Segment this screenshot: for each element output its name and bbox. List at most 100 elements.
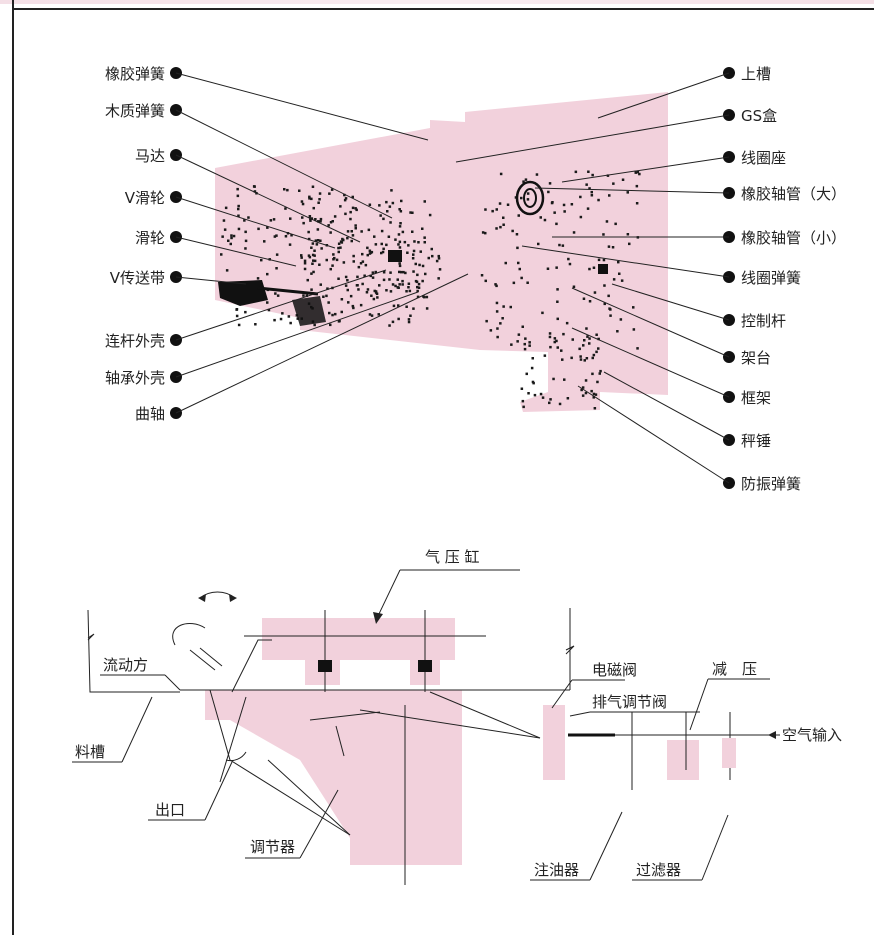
machine-speck bbox=[344, 212, 347, 216]
machine-speck bbox=[499, 225, 502, 229]
machine-speck bbox=[510, 343, 513, 346]
machine-speck bbox=[506, 203, 510, 206]
machine-speck bbox=[399, 222, 402, 225]
machine-speck bbox=[581, 394, 585, 397]
machine-speck bbox=[424, 272, 427, 276]
machine-speck bbox=[273, 318, 276, 322]
machine-speck bbox=[307, 237, 311, 241]
machine-speck bbox=[230, 236, 233, 240]
machine-speck bbox=[405, 290, 408, 293]
machine-speck bbox=[417, 282, 421, 286]
machine-speck bbox=[378, 284, 381, 287]
machine-speck bbox=[351, 206, 355, 210]
machine-speck bbox=[379, 214, 382, 217]
machine-speck bbox=[310, 272, 313, 275]
machine-speck bbox=[388, 205, 392, 208]
machine-speck bbox=[300, 254, 303, 257]
machine-speck bbox=[366, 288, 370, 291]
machine-speck bbox=[584, 379, 588, 382]
filter-leader bbox=[701, 814, 729, 881]
machine-speck bbox=[372, 297, 376, 301]
machine-speck bbox=[543, 354, 547, 357]
machine-speck bbox=[322, 295, 325, 298]
machine-speck bbox=[302, 221, 305, 225]
coil-ring-inner bbox=[523, 188, 537, 208]
machine-speck bbox=[284, 207, 287, 210]
machine-speck bbox=[272, 218, 276, 221]
machine-speck bbox=[581, 386, 585, 389]
machine-speck bbox=[556, 300, 559, 303]
machine-speck bbox=[371, 271, 375, 274]
machine-speck bbox=[230, 234, 233, 237]
machine-speck bbox=[343, 193, 346, 197]
machine-speck bbox=[340, 298, 344, 301]
machine-speck bbox=[257, 227, 260, 231]
machine-speck bbox=[288, 243, 292, 246]
machine-speck bbox=[402, 270, 405, 274]
machine-speck bbox=[522, 180, 525, 183]
machine-speck bbox=[590, 194, 594, 197]
machine-speck bbox=[584, 391, 588, 395]
trough-left-wall bbox=[87, 609, 180, 693]
machine-speck bbox=[368, 203, 372, 206]
machine-speck bbox=[220, 253, 223, 256]
label-outlet: 出口 bbox=[155, 801, 185, 819]
machine-speck bbox=[414, 262, 417, 266]
machine-speck bbox=[515, 233, 519, 236]
machine-speck bbox=[274, 292, 277, 295]
machine-speck bbox=[502, 216, 505, 219]
machine-speck bbox=[308, 215, 312, 218]
machine-speck bbox=[235, 308, 238, 311]
machine-speck bbox=[275, 234, 278, 237]
machine-speck bbox=[407, 320, 411, 324]
machine-speck bbox=[418, 263, 421, 267]
label-air-input: 空气输入 bbox=[782, 726, 842, 744]
machine-speck bbox=[308, 195, 311, 199]
gate-arc bbox=[225, 751, 247, 762]
machine-speck bbox=[422, 295, 425, 298]
machine-speck bbox=[501, 317, 504, 320]
machine-speck bbox=[307, 254, 311, 257]
machine-speck bbox=[608, 194, 611, 197]
machine-speck bbox=[425, 307, 429, 310]
machine-speck bbox=[366, 253, 369, 257]
machine-speck bbox=[313, 249, 316, 252]
machine-speck bbox=[364, 263, 368, 267]
machine-speck bbox=[300, 200, 304, 203]
machine-speck bbox=[267, 308, 271, 312]
label-crankshaft: 曲轴 bbox=[135, 405, 165, 423]
machine-speck bbox=[495, 208, 498, 211]
label-control-lever: 控制杆 bbox=[741, 312, 786, 330]
machine-speck bbox=[301, 216, 304, 219]
machine-speck bbox=[419, 250, 422, 253]
machine-speck bbox=[567, 257, 570, 261]
machine-speck bbox=[319, 239, 322, 242]
machine-speck bbox=[398, 270, 401, 274]
machine-speck bbox=[416, 295, 420, 299]
label-coil-seat: 线圈座 bbox=[741, 149, 786, 167]
machine-speck bbox=[286, 188, 289, 192]
machine-speck bbox=[303, 267, 307, 271]
machine-speck bbox=[611, 246, 615, 249]
machine-speck bbox=[595, 333, 598, 336]
machine-speck bbox=[520, 196, 523, 200]
machine-speck bbox=[558, 243, 561, 247]
machine-speck bbox=[397, 317, 400, 321]
machine-speck bbox=[526, 281, 529, 284]
machine-speck bbox=[325, 258, 328, 262]
machine-speck bbox=[431, 254, 434, 258]
machine-speck bbox=[382, 271, 386, 274]
trough-break-right bbox=[565, 645, 575, 655]
machine-speck bbox=[535, 173, 539, 176]
machine-speck bbox=[343, 198, 347, 202]
machine-speck bbox=[635, 202, 639, 205]
label-rubber-shaft-large: 橡胶轴管（大） bbox=[741, 185, 846, 203]
machine-speck bbox=[354, 227, 357, 230]
machine-speck bbox=[517, 214, 520, 217]
machine-speck bbox=[602, 258, 606, 262]
machine-speck bbox=[607, 245, 611, 248]
machine-speck bbox=[311, 242, 315, 245]
machine-speck bbox=[361, 252, 364, 256]
machine-speck bbox=[579, 358, 583, 361]
machine-speck bbox=[496, 335, 499, 339]
